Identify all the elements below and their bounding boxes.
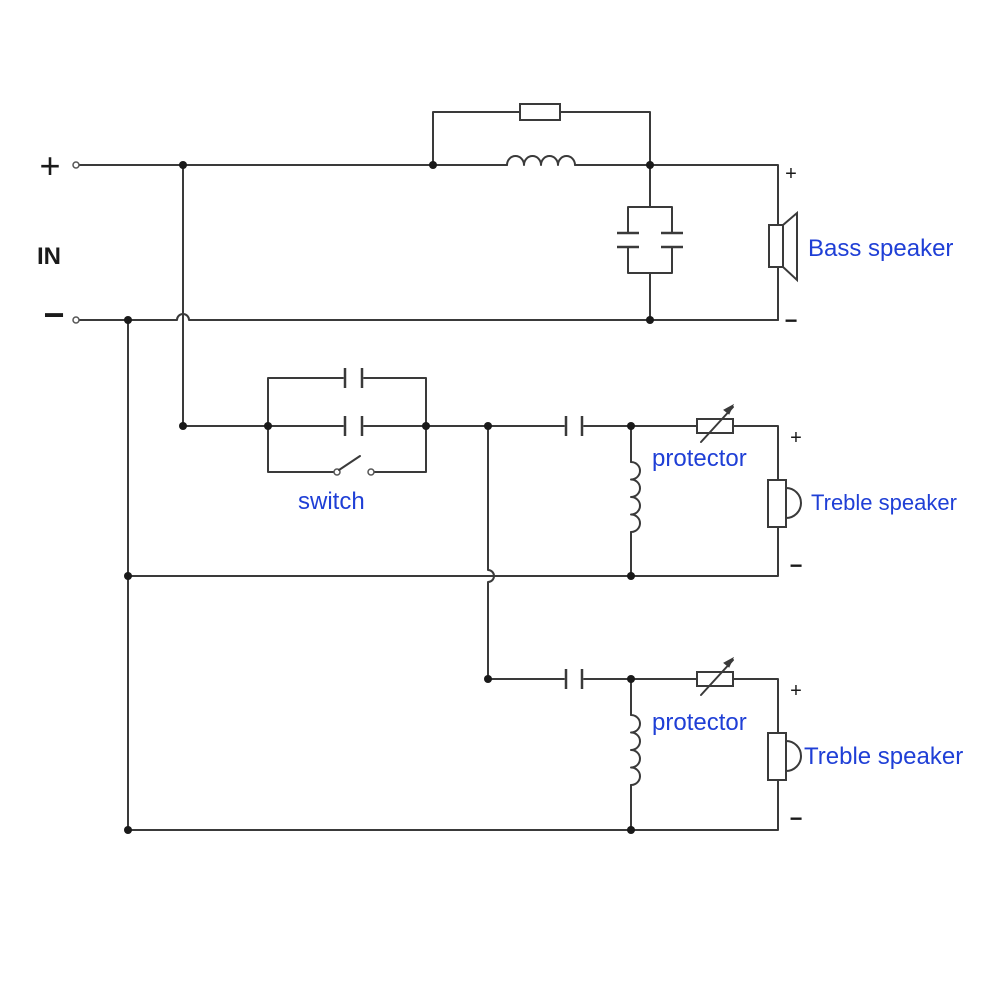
input-plus-label: + (39, 145, 60, 186)
bass-capacitor-bank-wire (627, 164, 673, 321)
treble2-speaker-label: Treble speaker (804, 743, 963, 770)
input-label: IN (37, 243, 61, 270)
bypass-resistor (519, 103, 561, 121)
input-positive-terminal (72, 161, 80, 169)
treble1-speaker-icon (767, 479, 802, 528)
switch-icon (333, 455, 375, 476)
treble2-minus-label: − (790, 806, 803, 831)
treble-feed-wire (182, 425, 779, 481)
junction-dots (124, 161, 654, 834)
treble1-inductor (630, 461, 641, 533)
treble2-protector-label: protector (652, 709, 747, 736)
resistor-bypass-wire (432, 111, 521, 166)
bass-speaker-label: Bass speaker (808, 235, 953, 262)
treble2-plus-label: + (790, 680, 802, 702)
treble1-plus-label: + (790, 427, 802, 449)
treble1-speaker-label: Treble speaker (811, 490, 957, 515)
bass-capacitors (617, 231, 683, 249)
bass-speaker-icon (768, 210, 798, 283)
treble1-protector-label: protector (652, 445, 747, 472)
bass-inductor (506, 155, 576, 166)
treble2-capacitor (564, 669, 584, 689)
input-negative-terminal (72, 316, 80, 324)
treble1-protector-icon (696, 403, 735, 443)
switchable-capacitors (343, 368, 364, 436)
treble2-speaker-icon (767, 732, 802, 781)
treble1-minus-label: − (790, 553, 803, 578)
input-minus-label: − (43, 294, 64, 335)
bass-plus-label: + (785, 163, 797, 185)
treble2-protector-icon (696, 656, 735, 696)
treble1-capacitor (564, 416, 584, 436)
switch-label: switch (298, 488, 365, 515)
treble2-inductor (630, 714, 641, 786)
bass-minus-label: − (785, 308, 798, 333)
